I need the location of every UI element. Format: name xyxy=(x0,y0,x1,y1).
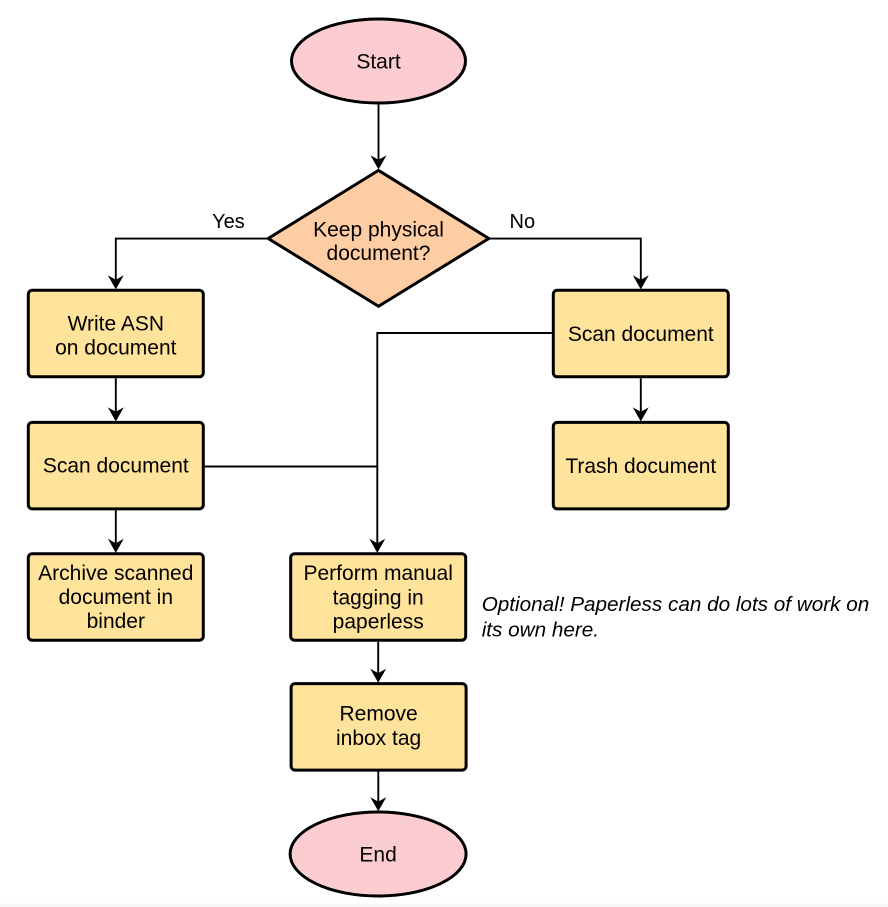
svg-text:Remove: Remove xyxy=(339,703,417,726)
svg-text:binder: binder xyxy=(87,610,145,633)
svg-text:on document: on document xyxy=(55,337,177,360)
svg-text:Write ASN: Write ASN xyxy=(68,313,164,336)
svg-text:Perform manual: Perform manual xyxy=(304,562,453,585)
svg-text:Scan document: Scan document xyxy=(568,323,714,346)
svg-text:document in: document in xyxy=(59,586,173,609)
svg-text:tagging in: tagging in xyxy=(333,586,424,609)
svg-text:End: End xyxy=(359,844,396,867)
svg-text:Optional! Paperless can do lot: Optional! Paperless can do lots of work … xyxy=(482,593,870,616)
svg-text:Keep physical: Keep physical xyxy=(313,218,444,241)
svg-text:its own here.: its own here. xyxy=(482,619,599,642)
svg-text:No: No xyxy=(510,211,536,233)
svg-text:Archive scanned: Archive scanned xyxy=(38,562,193,585)
svg-text:document?: document? xyxy=(327,242,431,265)
svg-text:Trash document: Trash document xyxy=(565,455,716,478)
svg-text:Scan document: Scan document xyxy=(43,455,189,478)
svg-text:Start: Start xyxy=(356,51,401,74)
svg-text:paperless: paperless xyxy=(333,611,424,634)
svg-text:inbox tag: inbox tag xyxy=(336,727,421,750)
svg-text:Yes: Yes xyxy=(212,211,245,233)
